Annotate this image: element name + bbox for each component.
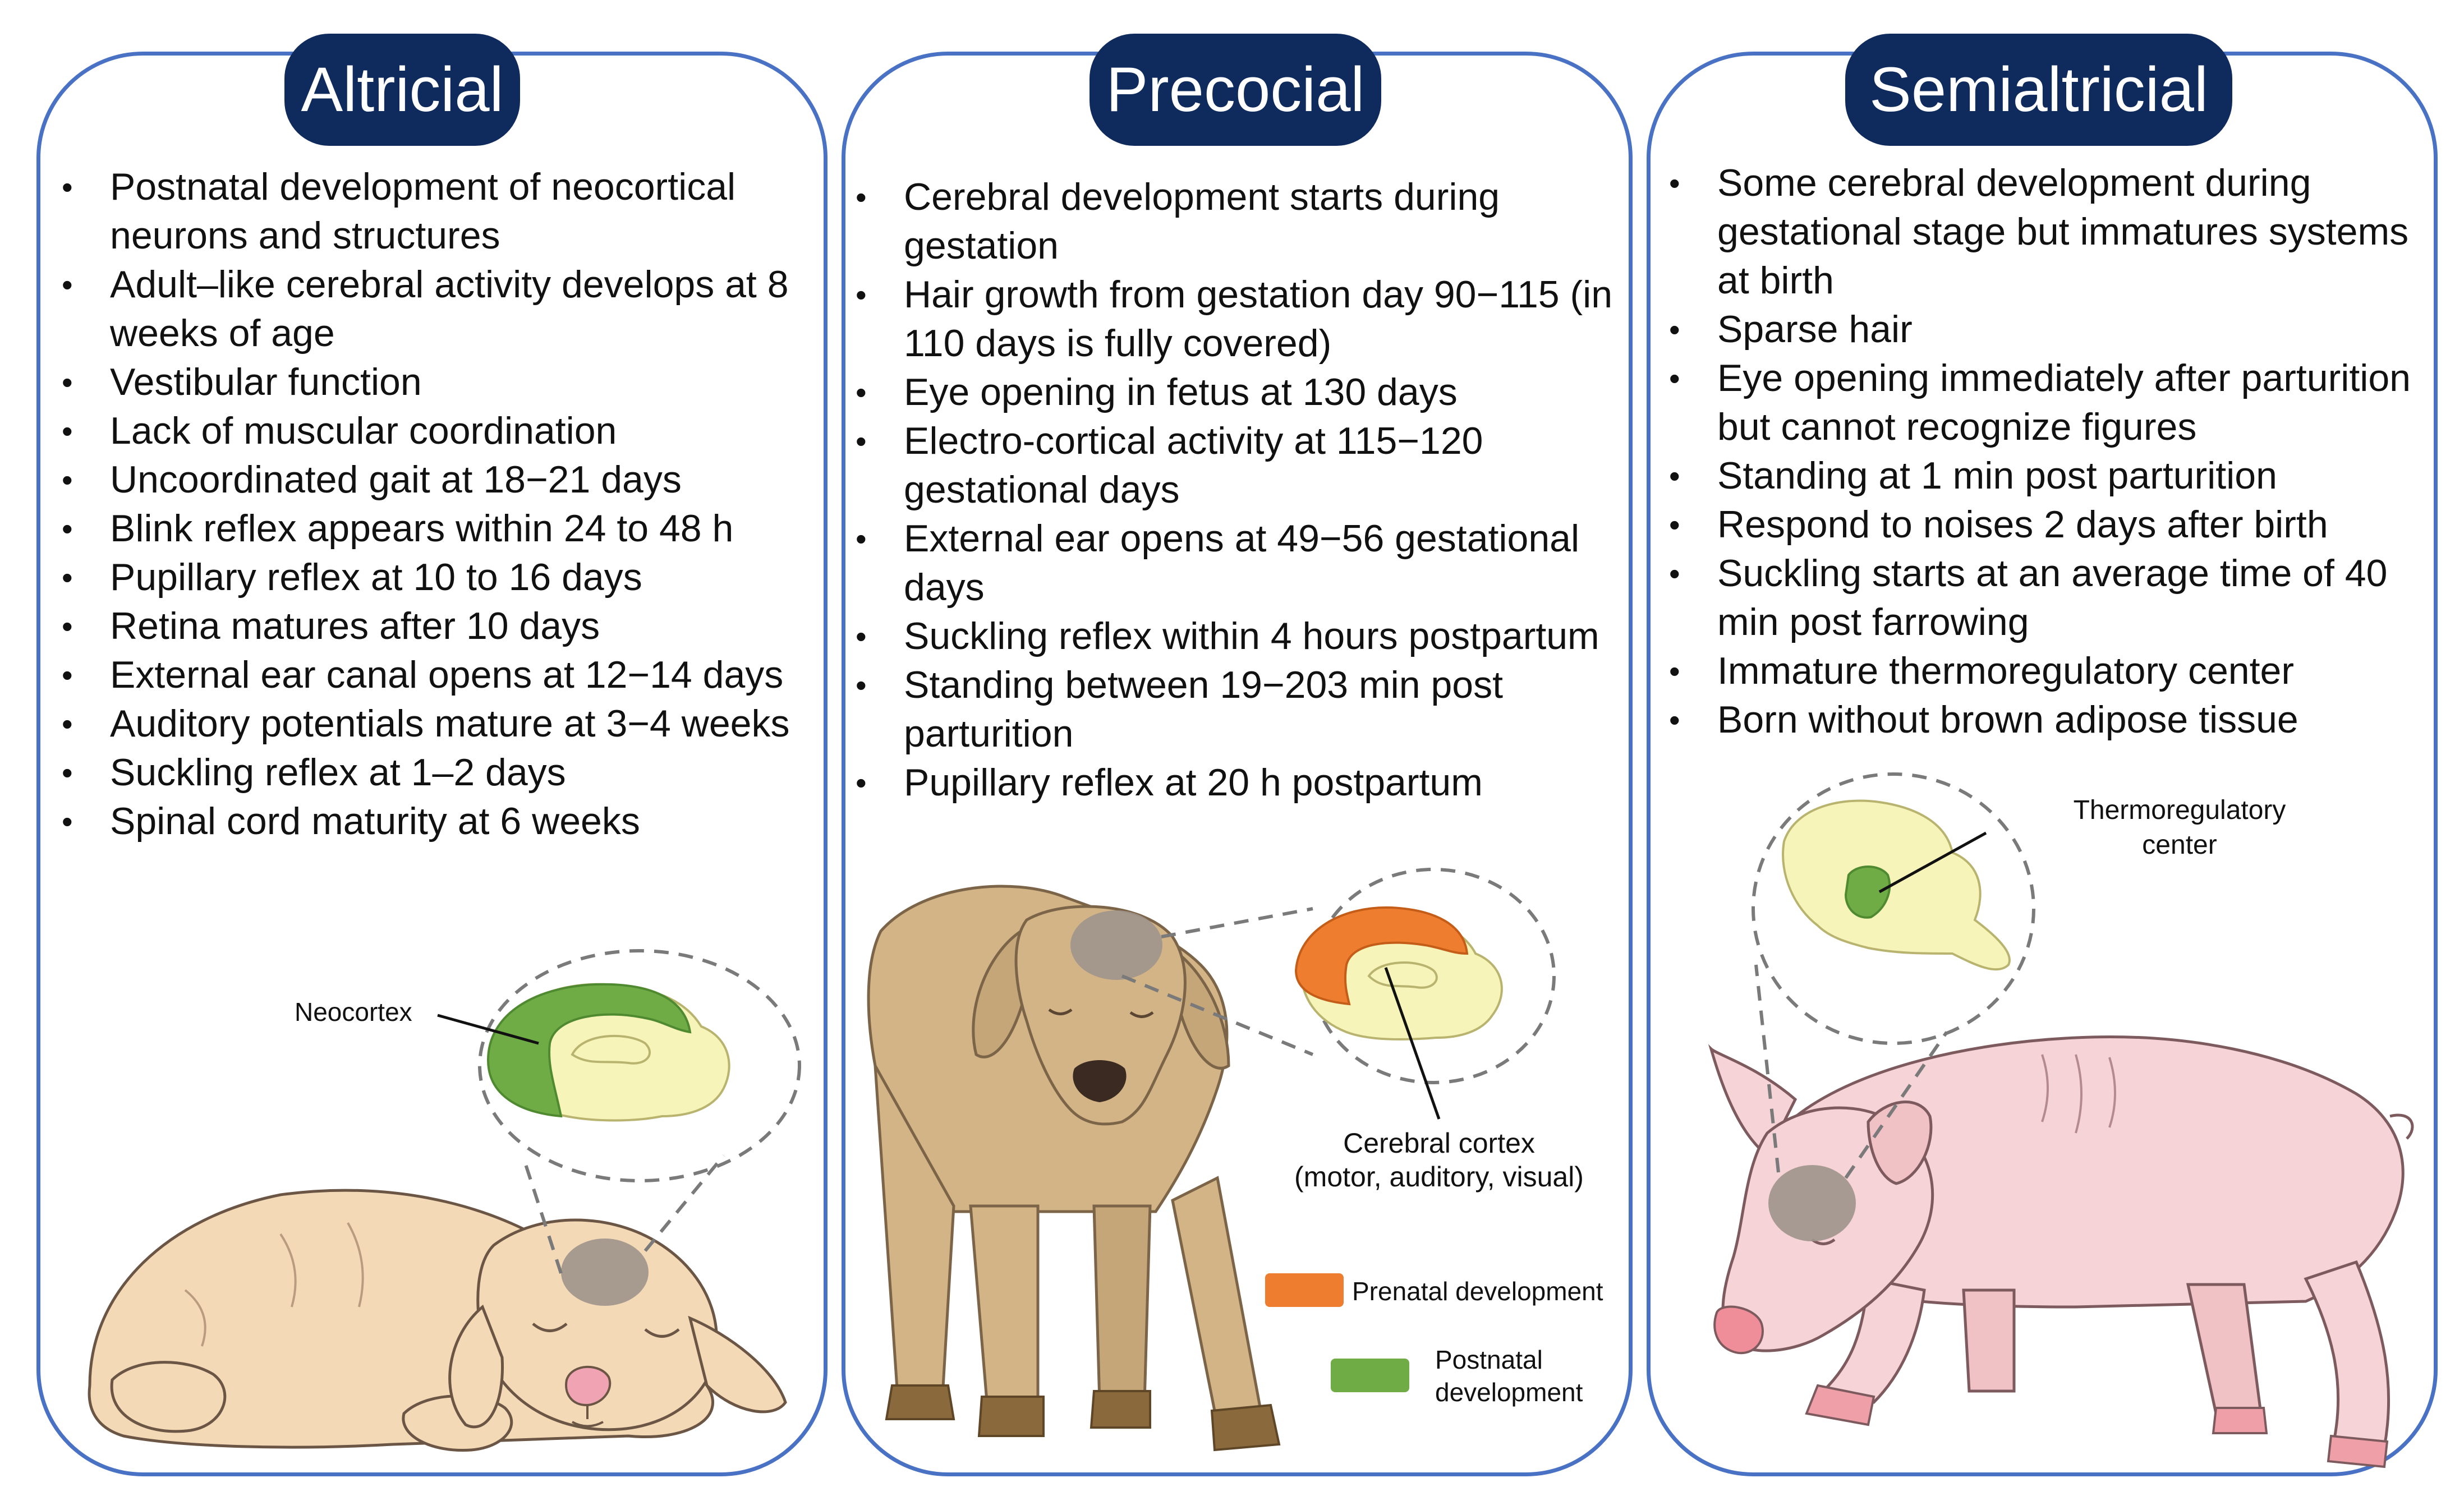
legend: Prenatal development Postnatal developme… (1265, 1273, 1603, 1407)
list-item: Standing at 1 min post parturition (1669, 452, 2432, 500)
list-item: Lack of muscular coordination (62, 407, 819, 455)
legend-prenatal-label: Prenatal development (1352, 1277, 1603, 1306)
list-item: Adult–like cerebral activity develops at… (62, 260, 819, 358)
cerebral-cortex-label: Cerebral cortex (1343, 1127, 1535, 1159)
altricial-fact-list: Postnatal development of neocortical neu… (62, 163, 819, 846)
puppy-nose (565, 1365, 612, 1407)
list-item: Blink reflex appears within 24 to 48 h (62, 504, 819, 553)
cerebral-cortex-sublabel: (motor, auditory, visual) (1294, 1161, 1584, 1193)
puppy-ear-right (688, 1315, 787, 1414)
thermoregulatory-region (1844, 866, 1891, 919)
thermoregulatory-label: Thermoregulatory (2074, 795, 2286, 825)
goat-leg-2 (969, 1204, 1040, 1410)
list-item: External ear opens at 49−56 gestational … (856, 514, 1619, 612)
list-item: Cerebral development starts during gesta… (856, 173, 1619, 270)
puppy-brain-spot (561, 1239, 649, 1306)
list-item: Pupillary reflex at 10 to 16 days (62, 553, 819, 602)
legend-postnatal-label: Postnatal (1435, 1345, 1543, 1374)
prenatal-region (1294, 906, 1469, 1006)
legend-postnatal-sublabel: development (1435, 1378, 1583, 1407)
list-item: Vestibular function (62, 358, 819, 407)
list-item: Retina matures after 10 days (62, 602, 819, 651)
goat-leg-4 (1171, 1176, 1264, 1426)
precocial-fact-list: Cerebral development starts during gesta… (856, 173, 1619, 807)
thermoregulatory-sublabel: center (2142, 830, 2217, 860)
legend-postnatal-swatch (1331, 1359, 1409, 1392)
list-item: Hair growth from gestation day 90−115 (i… (856, 270, 1619, 368)
list-item: Born without brown adipose tissue (1669, 696, 2432, 744)
list-item: Standing between 19−203 min post parturi… (856, 661, 1619, 758)
altricial-brain-callout: Neocortex (295, 949, 801, 1274)
precocial-brain-callout: Cerebral cortex (motor, auditory, visual… (1121, 868, 1584, 1193)
list-item: Pupillary reflex at 20 h postpartum (856, 758, 1619, 807)
list-item: Uncoordinated gait at 18−21 days (62, 455, 819, 504)
legend-prenatal-swatch (1265, 1273, 1344, 1307)
goat-ear-left (972, 928, 1028, 1058)
thermoregulatory-brain (1782, 799, 2011, 971)
list-item: Eye opening immediately after parturitio… (1669, 354, 2432, 452)
puppy-eye-right (644, 1328, 680, 1338)
list-item: Respond to noises 2 days after birth (1669, 500, 2432, 549)
neocortex-region (486, 983, 692, 1118)
puppy-illustration (88, 1189, 787, 1452)
list-item: External ear canal opens at 12−14 days (62, 651, 819, 699)
puppy-back-leg (110, 1361, 227, 1433)
title-altricial: Altricial (284, 34, 520, 146)
goat-brain-spot (1070, 910, 1162, 980)
list-item: Eye opening in fetus at 130 days (856, 368, 1619, 417)
goat-nose (1073, 1060, 1127, 1102)
list-item: Auditory potentials mature at 3−4 weeks (62, 699, 819, 748)
title-semialtricial: Semialtricial (1845, 34, 2232, 146)
list-item: Electro-cortical activity at 115−120 ges… (856, 417, 1619, 514)
semialtricial-brain-callout: Thermoregulatory center (1752, 772, 2286, 1179)
piglet-leg-4 (2304, 1260, 2391, 1449)
list-item: Postnatal development of neocortical neu… (62, 163, 819, 260)
list-item: Some cerebral development during gestati… (1669, 159, 2432, 305)
list-item: Sparse hair (1669, 305, 2432, 354)
list-item: Suckling reflex within 4 hours postpartu… (856, 612, 1619, 661)
list-item: Suckling starts at an average time of 40… (1669, 549, 2432, 647)
piglet-snout (1713, 1305, 1764, 1355)
list-item: Immature thermoregulatory center (1669, 647, 2432, 696)
goat-illustration (867, 885, 1281, 1452)
goat-leg-3 (1092, 1204, 1152, 1404)
semialtricial-fact-list: Some cerebral development during gestati… (1669, 159, 2432, 744)
puppy-ear-left (448, 1304, 504, 1429)
title-precocial: Precocial (1090, 34, 1381, 146)
neocortex-label: Neocortex (295, 997, 412, 1026)
piglet-leg-2 (1962, 1288, 2016, 1393)
puppy-eye-left (532, 1323, 568, 1332)
list-item: Spinal cord maturity at 6 weeks (62, 797, 819, 846)
list-item: Suckling reflex at 1–2 days (62, 748, 819, 797)
piglet-brain-spot (1768, 1165, 1856, 1241)
piglet-illustration (1708, 1035, 2414, 1468)
piglet-ear-right (1867, 1101, 1933, 1185)
